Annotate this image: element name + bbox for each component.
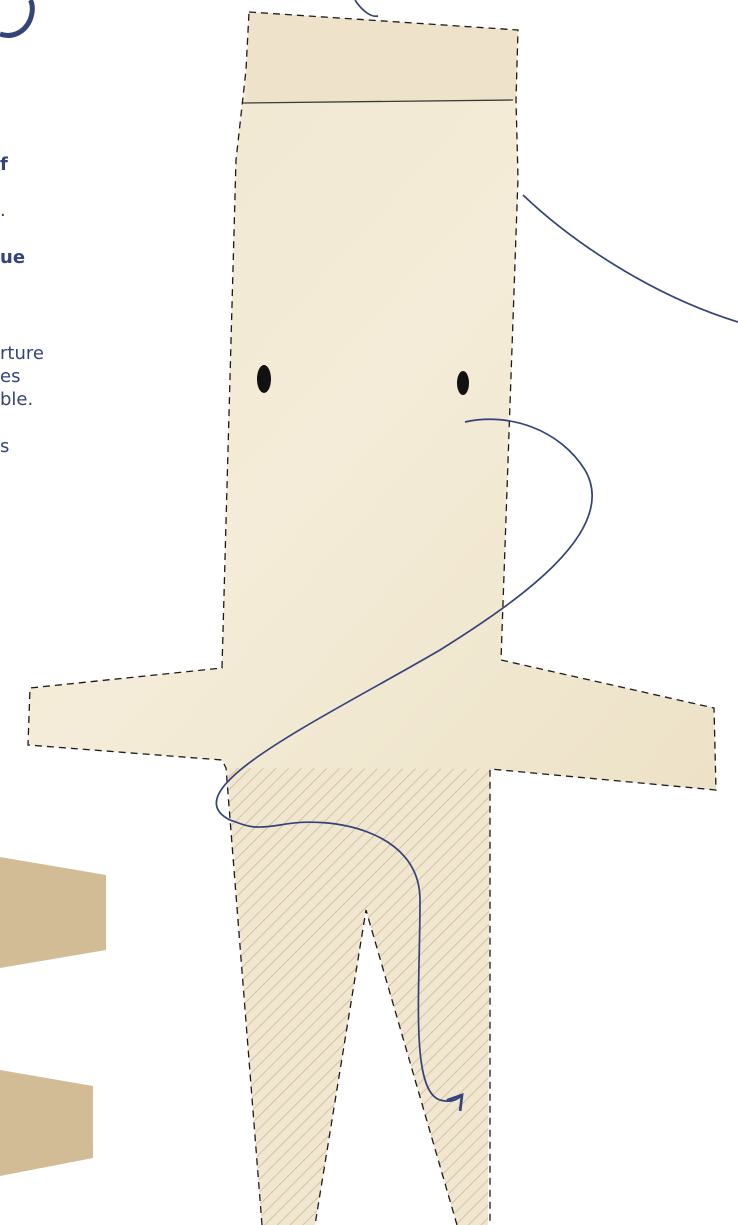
tan-paper-block-bottom	[0, 1070, 93, 1176]
right-eye	[457, 371, 469, 395]
caption-fragment-line-2: es	[0, 366, 20, 388]
caption-fragment-line-1: rture	[0, 343, 44, 365]
caption-fragment-line-3: ble.	[0, 389, 33, 411]
caption-fragment-dot: .	[0, 200, 6, 222]
paper-figure-body	[28, 12, 716, 790]
caption-fragment-bold-2: ue	[0, 247, 25, 269]
caption-fragment-bold-1: f	[0, 154, 8, 176]
caption-fragment-line-4: s	[0, 436, 9, 458]
right-connector-curve	[523, 195, 738, 322]
top-connector-curve	[355, 0, 378, 16]
left-eye	[257, 365, 271, 393]
paper-cap-band	[246, 12, 518, 103]
clipped-ring-mark	[0, 0, 60, 40]
tan-paper-block-top	[0, 857, 106, 968]
